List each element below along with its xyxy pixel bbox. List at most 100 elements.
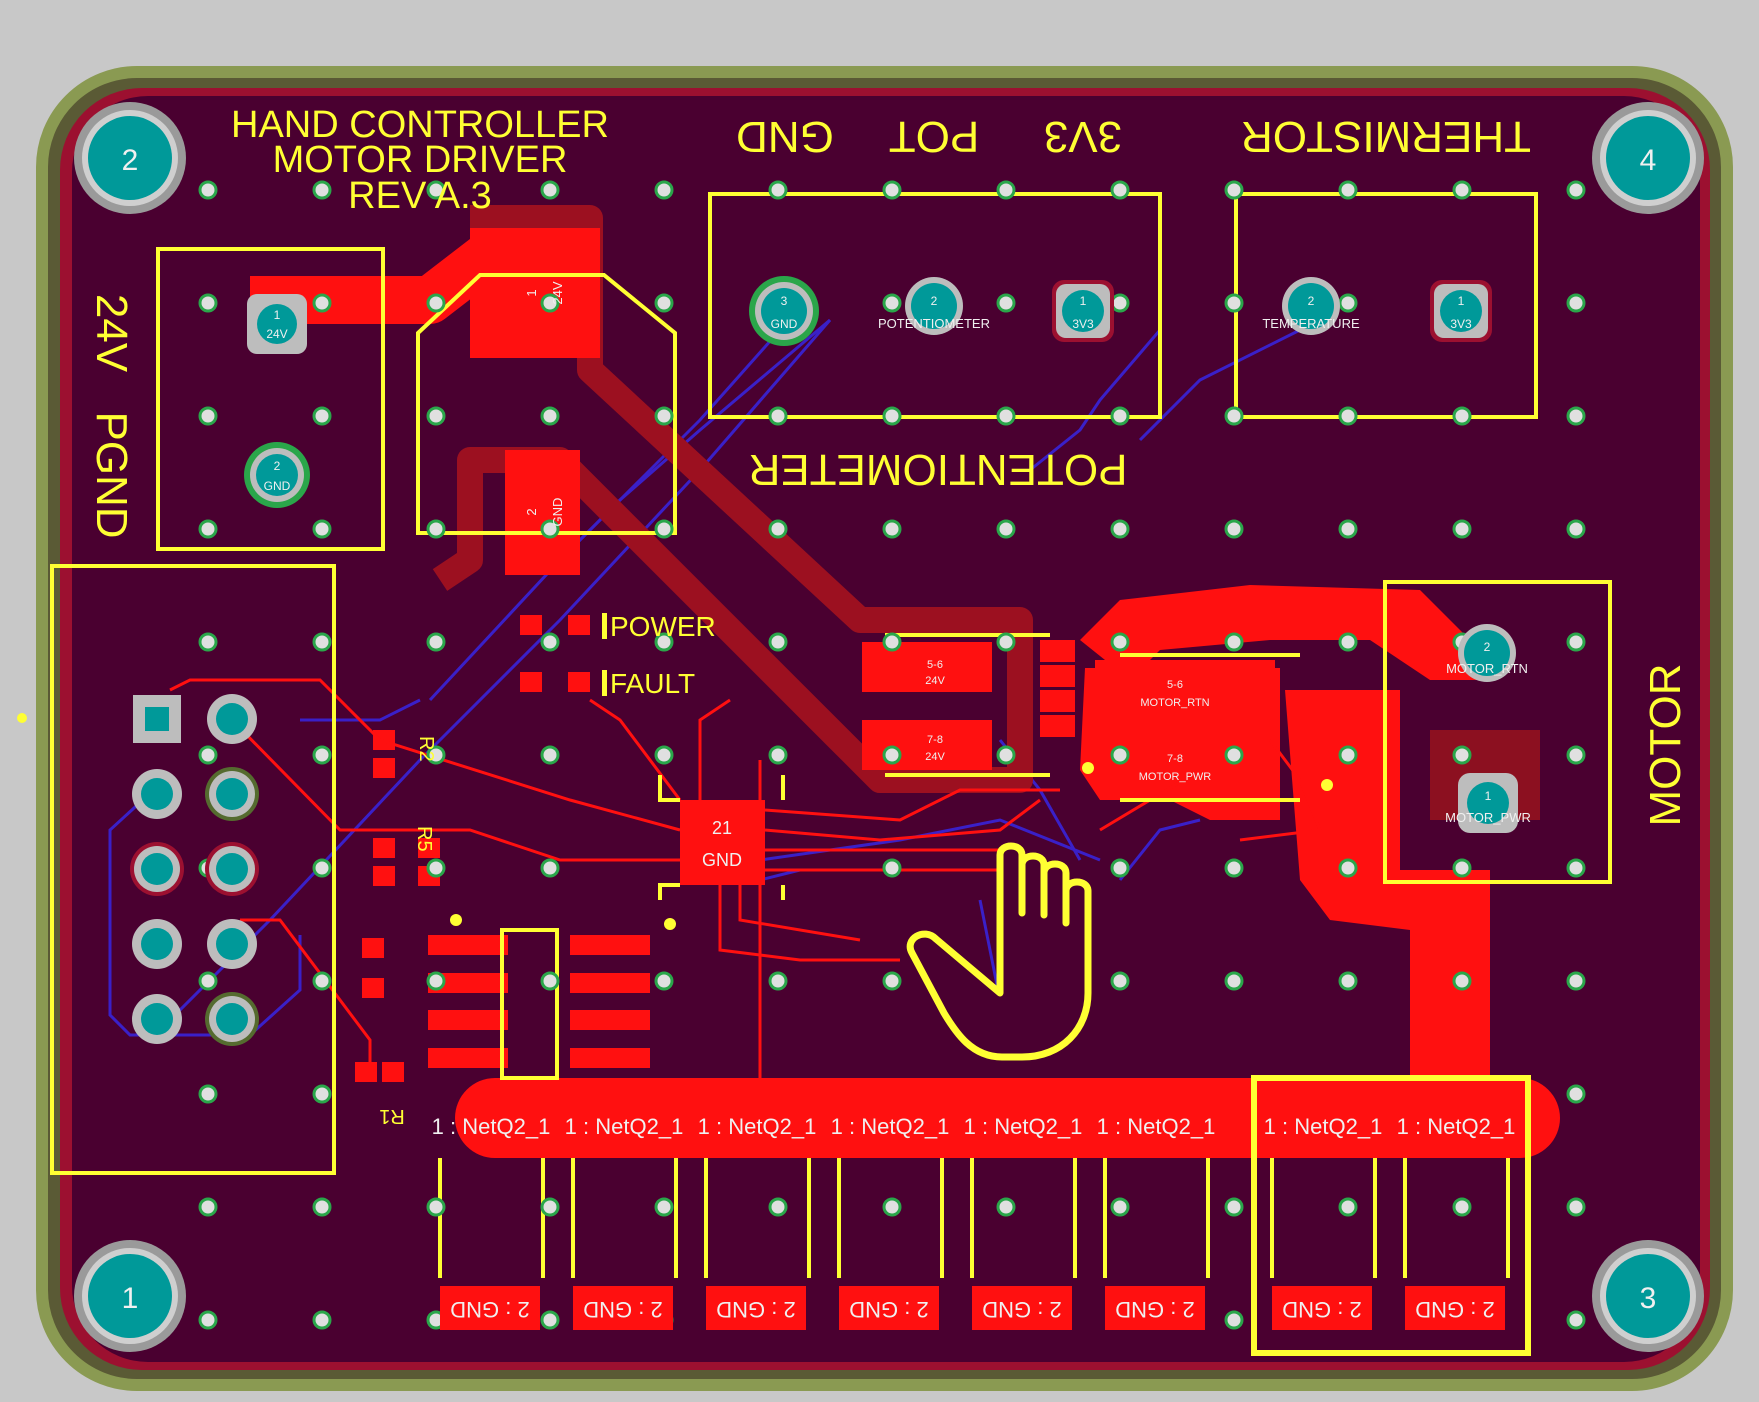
heatsink-label: 1 : NetQ2_1 xyxy=(432,1114,551,1139)
mounting-hole-1[interactable]: 1 xyxy=(74,1240,186,1352)
mosfet-q2[interactable]: 5-6 MOTOR_RTN 7-8 MOTOR_PWR xyxy=(1139,679,1212,783)
via xyxy=(1566,971,1586,991)
via xyxy=(654,632,674,652)
via xyxy=(1110,293,1130,313)
label-motor: MOTOR xyxy=(1641,664,1690,827)
silkscreen-text: HAND CONTROLLER MOTOR DRIVER REV A.3 24V… xyxy=(17,104,1690,1127)
fuse[interactable]: 1 24V 2 GND xyxy=(524,281,565,526)
pad-net: GND xyxy=(550,498,565,527)
pad-net: MOTOR_PWR xyxy=(1139,771,1212,783)
via xyxy=(1452,971,1472,991)
pad-number: 2 xyxy=(524,508,539,515)
pad-net: GND xyxy=(264,479,291,493)
via xyxy=(1224,632,1244,652)
heatsink-label: 1 : NetQ2_1 xyxy=(1397,1114,1516,1139)
via xyxy=(1566,632,1586,652)
mounting-hole-number: 4 xyxy=(1640,144,1657,177)
via xyxy=(996,180,1016,200)
via xyxy=(1338,858,1358,878)
via xyxy=(1224,745,1244,765)
board-title-line1: HAND CONTROLLER xyxy=(231,104,609,146)
via xyxy=(1110,406,1130,426)
via xyxy=(1224,293,1244,313)
gnd-pad-label: 2 : GND xyxy=(1115,1297,1194,1322)
mounting-hole-4[interactable]: 4 xyxy=(1592,102,1704,214)
pad-number: 1 xyxy=(1485,789,1492,803)
via xyxy=(1338,745,1358,765)
via xyxy=(1224,971,1244,991)
via xyxy=(1338,180,1358,200)
pad-number: 7-8 xyxy=(927,734,943,746)
via xyxy=(996,293,1016,313)
via xyxy=(1110,1197,1130,1217)
via xyxy=(1566,180,1586,200)
mounting-hole-3[interactable]: 3 xyxy=(1592,1240,1704,1352)
pad-number: 2 xyxy=(1484,640,1491,654)
pad-number: 5-6 xyxy=(927,659,943,671)
via xyxy=(540,745,560,765)
via xyxy=(1224,519,1244,539)
via xyxy=(1224,180,1244,200)
via xyxy=(426,1197,446,1217)
pot-connector[interactable]: 3 GND 2 POTENTIOMETER 1 3V3 xyxy=(749,276,1114,346)
mounting-hole-number: 1 xyxy=(122,1282,139,1315)
via xyxy=(768,519,788,539)
via xyxy=(1566,858,1586,878)
via xyxy=(540,519,560,539)
via xyxy=(540,1197,560,1217)
heatsink-label: 1 : NetQ2_1 xyxy=(698,1114,817,1139)
via xyxy=(654,519,674,539)
via xyxy=(312,745,332,765)
mosfet-q1[interactable]: 5-6 24V 7-8 24V xyxy=(925,659,945,763)
label-r5: R5 xyxy=(413,826,435,852)
via xyxy=(198,180,218,200)
via xyxy=(1338,519,1358,539)
via xyxy=(1566,406,1586,426)
via xyxy=(426,971,446,991)
label-r1: R1 xyxy=(379,1105,405,1127)
pad-number: 1 xyxy=(274,308,281,322)
via xyxy=(882,745,902,765)
via xyxy=(1224,406,1244,426)
via xyxy=(540,1310,560,1330)
via xyxy=(768,406,788,426)
pad-net: GND xyxy=(702,850,742,870)
gnd-pad-label: 2 : GND xyxy=(849,1297,928,1322)
pad-number: 1 xyxy=(1080,294,1087,308)
via xyxy=(312,1197,332,1217)
via xyxy=(768,1197,788,1217)
via xyxy=(1110,858,1130,878)
via xyxy=(996,406,1016,426)
pad-net: 24V xyxy=(925,751,945,763)
motor-connector[interactable]: 2 MOTOR_RTN 1 MOTOR_PWR xyxy=(1445,624,1531,833)
via xyxy=(882,1197,902,1217)
via xyxy=(426,406,446,426)
via xyxy=(426,180,446,200)
pad-number: 2 xyxy=(1308,294,1315,308)
via xyxy=(768,745,788,765)
via xyxy=(540,632,560,652)
via xyxy=(1338,971,1358,991)
label-pgnd: PGND xyxy=(87,411,136,538)
power-connector[interactable]: 1 24V 2 GND xyxy=(244,294,310,508)
heatsink-pins xyxy=(438,1158,1510,1278)
via xyxy=(540,293,560,313)
via xyxy=(1452,180,1472,200)
pad-net: 3V3 xyxy=(1450,317,1472,331)
via xyxy=(996,519,1016,539)
via xyxy=(882,293,902,313)
via xyxy=(540,971,560,991)
header-10pin[interactable] xyxy=(130,694,259,1046)
via xyxy=(198,406,218,426)
via xyxy=(198,1310,218,1330)
pad-number: 3 xyxy=(781,294,788,308)
therm-connector[interactable]: 2 TEMPERATURE 1 3V3 xyxy=(1262,277,1492,342)
via xyxy=(882,632,902,652)
driver-ic[interactable]: 21 GND xyxy=(702,818,742,870)
via xyxy=(198,293,218,313)
gnd-pad-label: 2 : GND xyxy=(1415,1297,1494,1322)
heatsink-label: 1 : NetQ2_1 xyxy=(565,1114,684,1139)
mounting-hole-2[interactable]: 2 xyxy=(74,102,186,214)
pad-net: TEMPERATURE xyxy=(1262,316,1360,331)
